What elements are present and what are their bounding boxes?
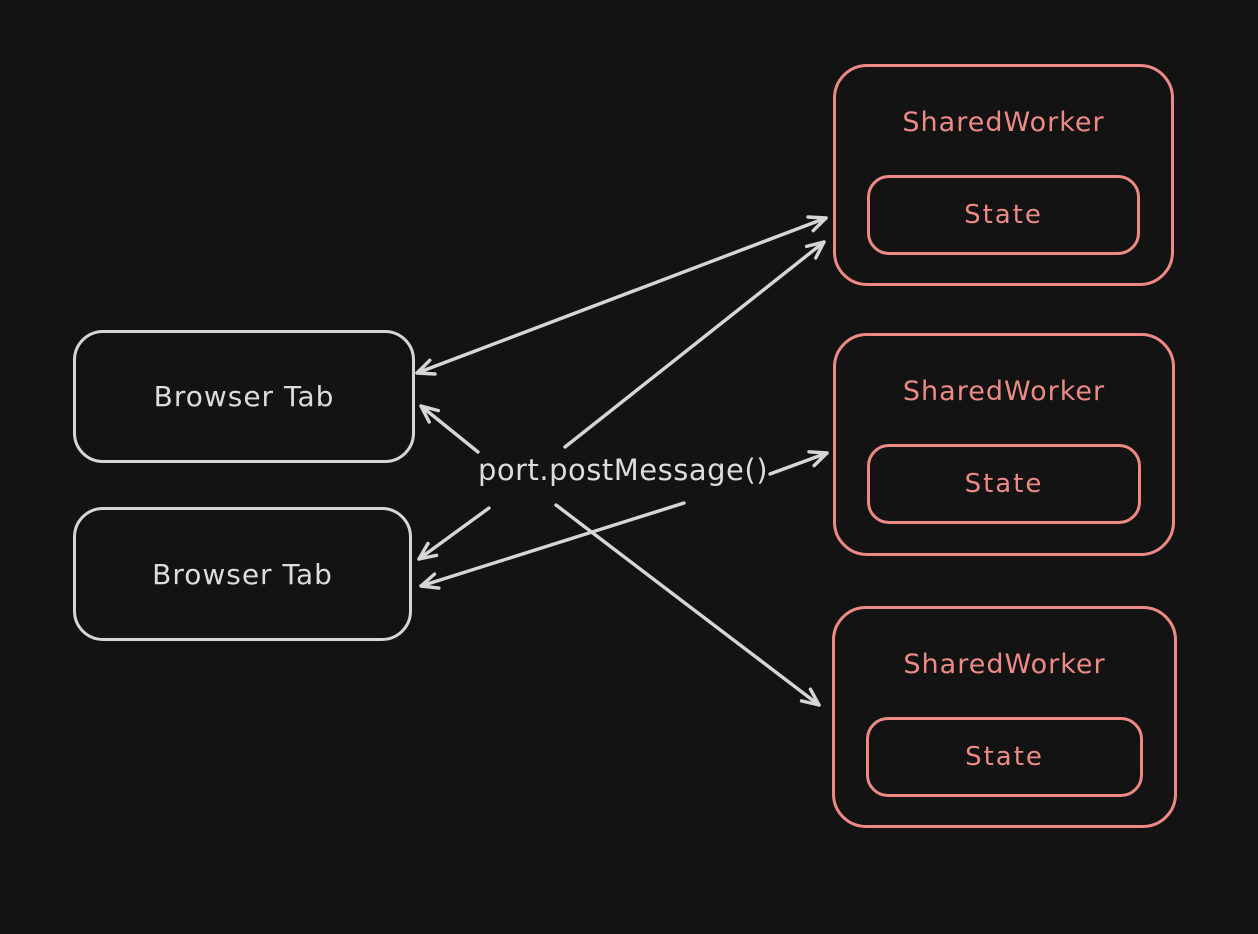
port-postmessage-label: port.postMessage() (477, 453, 769, 487)
node-browser-tab-2: Browser Tab (73, 507, 412, 641)
arrow-label-to-shared-worker-3 (554, 503, 821, 707)
shared-worker-2-state-label: State (964, 469, 1044, 499)
browser-tab-2-label: Browser Tab (152, 557, 333, 591)
arrow-label-to-browser-tab-2-upper (417, 506, 491, 561)
shared-worker-3-state-label: State (965, 742, 1044, 772)
arrow-shared-worker-1-browser-tab-1 (415, 215, 828, 376)
arrow-label-to-shared-worker-1 (563, 240, 826, 449)
shared-worker-3-state-box: State (866, 717, 1143, 797)
node-shared-worker-2: SharedWorker State (833, 333, 1175, 556)
node-shared-worker-1: SharedWorker State (833, 64, 1174, 286)
arrow-label-to-shared-worker-2 (768, 450, 829, 476)
arrow-label-to-browser-tab-1 (419, 404, 480, 454)
shared-worker-1-state-box: State (867, 175, 1140, 255)
browser-tab-1-label: Browser Tab (153, 380, 335, 413)
shared-worker-2-state-box: State (867, 444, 1141, 524)
arrow-label-to-browser-tab-2-lower (419, 501, 686, 590)
node-shared-worker-3: SharedWorker State (832, 606, 1177, 828)
shared-worker-2-label: SharedWorker (902, 376, 1106, 407)
shared-worker-1-state-label: State (964, 200, 1043, 230)
shared-worker-3-label: SharedWorker (903, 649, 1106, 680)
node-browser-tab-1: Browser Tab (73, 330, 415, 463)
shared-worker-1-label: SharedWorker (902, 107, 1105, 138)
